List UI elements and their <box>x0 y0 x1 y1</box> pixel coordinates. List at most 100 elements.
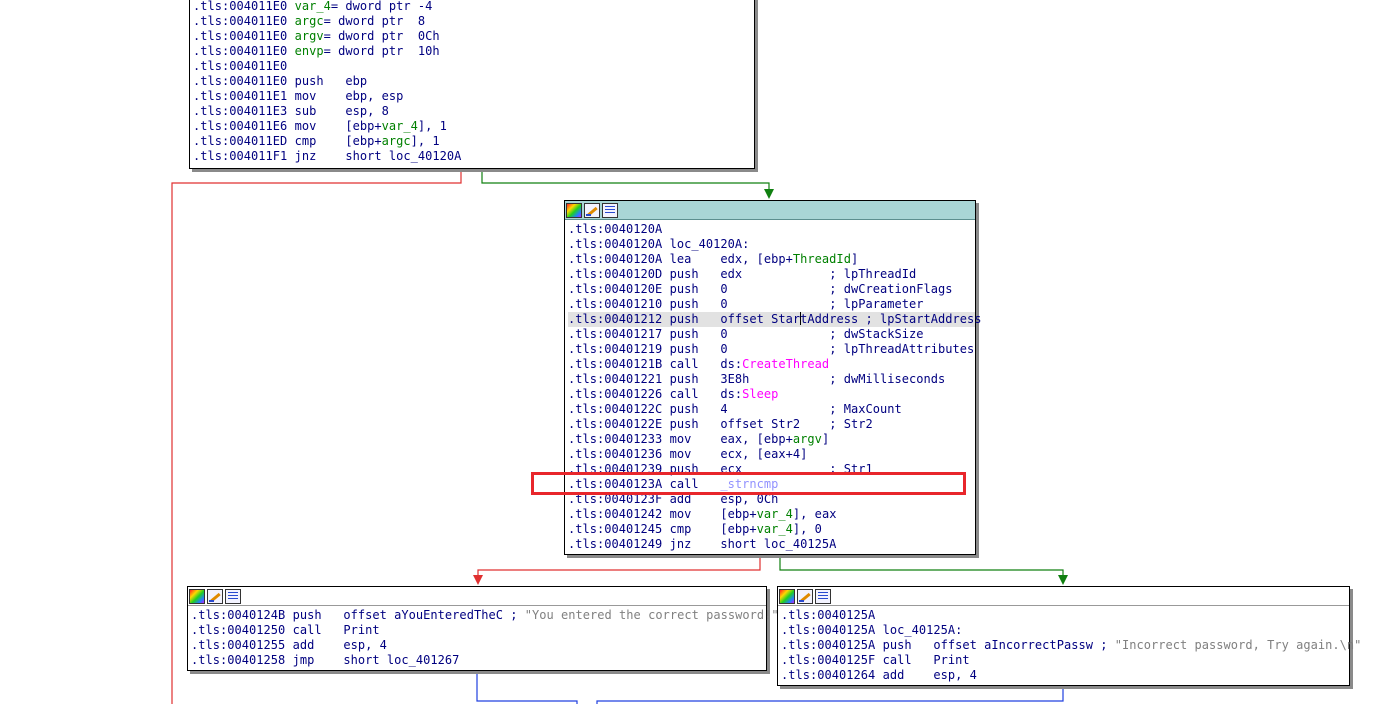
operand[interactable]: 0 <box>720 327 830 341</box>
address[interactable]: .tls:004011E6 <box>193 119 288 133</box>
mnemonic[interactable]: add <box>875 668 934 682</box>
address[interactable]: .tls:00401236 <box>568 447 663 461</box>
operand[interactable]: 0 <box>720 297 830 311</box>
edit-pencil-icon[interactable] <box>797 588 813 604</box>
asm-line[interactable]: .tls:0040120E push 0 ; dwCreationFlags <box>568 282 975 297</box>
mnemonic[interactable]: mov <box>287 89 346 103</box>
asm-line[interactable]: .tls:00401210 push 0 ; lpParameter <box>568 297 975 312</box>
mnemonic[interactable]: push <box>662 267 721 281</box>
mnemonic[interactable]: cmp <box>287 134 346 148</box>
label-text[interactable] <box>287 29 294 43</box>
label-text[interactable]: = dword ptr 10h <box>323 44 440 58</box>
asm-line[interactable]: .tls:0040120A loc_40120A: <box>568 237 975 252</box>
label-text[interactable]: = dword ptr -4 <box>330 0 433 13</box>
asm-line[interactable]: .tls:00401219 push 0 ; lpThreadAttribute… <box>568 342 975 357</box>
block-loc_40120A[interactable]: .tls:0040120A.tls:0040120A loc_40120A:.t… <box>564 200 982 555</box>
color-palette-icon[interactable] <box>189 588 205 604</box>
address[interactable]: .tls:0040124B <box>191 608 286 622</box>
mnemonic[interactable]: mov <box>662 432 721 446</box>
operand[interactable]: ], 1 <box>417 119 447 133</box>
string-comment[interactable]: "You entered the correct password!" <box>524 608 779 622</box>
address[interactable]: .tls:0040125F <box>781 653 876 667</box>
asm-line[interactable]: .tls:00401221 push 3E8h ; dwMilliseconds <box>568 372 975 387</box>
operand[interactable]: short loc_40120A <box>345 149 462 163</box>
operand[interactable]: [ebp+ <box>345 119 382 133</box>
address[interactable]: .tls:00401221 <box>568 372 663 386</box>
address[interactable]: .tls:004011E0 <box>193 29 288 43</box>
operand[interactable]: esp, 4 <box>343 638 387 652</box>
operand[interactable]: Print <box>933 653 970 667</box>
stack-variable[interactable]: envp <box>294 44 324 58</box>
comment[interactable]: ; dwStackSize <box>829 327 924 341</box>
graph-list-icon[interactable] <box>815 588 831 604</box>
comment[interactable]: ; lpThreadId <box>829 267 917 281</box>
asm-line[interactable]: .tls:0040123A call _strncmp <box>568 477 975 492</box>
edit-pencil-icon[interactable] <box>584 202 600 218</box>
graph-list-icon[interactable] <box>225 588 241 604</box>
address[interactable]: .tls:004011E3 <box>193 104 288 118</box>
asm-line[interactable]: .tls:0040121B call ds:CreateThread <box>568 357 975 372</box>
asm-line[interactable]: .tls:0040123F add esp, 0Ch <box>568 492 975 507</box>
operand[interactable]: eax, [ebp+ <box>720 432 793 446</box>
mnemonic[interactable]: call <box>875 653 934 667</box>
operand[interactable]: offset aYouEnteredTheC <box>343 608 511 622</box>
mnemonic[interactable]: add <box>662 492 721 506</box>
asm-line[interactable]: .tls:004011F1 jnz short loc_40120A <box>193 149 754 164</box>
mnemonic[interactable]: push <box>662 402 721 416</box>
operand[interactable]: short loc_40125A <box>720 537 837 551</box>
label-text[interactable] <box>287 44 294 58</box>
asm-line[interactable]: .tls:004011E0 push ebp <box>193 74 754 89</box>
address[interactable]: .tls:004011E1 <box>193 89 288 103</box>
operand[interactable]: esp, 8 <box>345 104 389 118</box>
operand[interactable]: ebp, esp <box>345 89 404 103</box>
stack-variable[interactable]: var_4 <box>756 507 793 521</box>
address[interactable]: .tls:0040125A <box>781 608 876 622</box>
operand[interactable]: [ebp+ <box>345 134 382 148</box>
operand[interactable]: [ebp+ <box>720 522 757 536</box>
comment[interactable]: ; dwMilliseconds <box>829 372 946 386</box>
api-reference[interactable]: CreateThread <box>742 357 830 371</box>
operand[interactable]: ds: <box>720 357 743 371</box>
mnemonic[interactable]: push <box>662 342 721 356</box>
stack-variable[interactable]: var_4 <box>381 119 418 133</box>
address[interactable]: .tls:004011E0 <box>193 44 288 58</box>
address[interactable]: .tls:00401226 <box>568 387 663 401</box>
operand[interactable]: Print <box>343 623 380 637</box>
asm-line[interactable]: .tls:004011E0 argv= dword ptr 0Ch <box>193 29 754 44</box>
operand[interactable]: ], 1 <box>410 134 440 148</box>
mnemonic[interactable]: call <box>662 477 721 491</box>
asm-line[interactable]: .tls:004011E6 mov [ebp+var_4], 1 <box>193 119 754 134</box>
mnemonic[interactable]: push <box>662 297 721 311</box>
mnemonic[interactable]: push <box>662 327 721 341</box>
asm-line[interactable]: .tls:004011E0 envp= dword ptr 10h <box>193 44 754 59</box>
asm-line[interactable]: .tls:00401226 call ds:Sleep <box>568 387 975 402</box>
stack-variable[interactable]: argc <box>294 14 324 28</box>
address[interactable]: .tls:0040120D <box>568 267 663 281</box>
operand[interactable]: offset aIncorrectPassw <box>933 638 1101 652</box>
mnemonic[interactable]: mov <box>662 447 721 461</box>
address[interactable]: .tls:00401233 <box>568 432 663 446</box>
asm-line[interactable]: .tls:004011ED cmp [ebp+argc], 1 <box>193 134 754 149</box>
comment[interactable]: ; Str2 <box>829 417 873 431</box>
asm-line[interactable]: .tls:0040120A lea edx, [ebp+ThreadId] <box>568 252 975 267</box>
operand[interactable]: 0 <box>720 342 830 356</box>
operand[interactable]: ], 0 <box>792 522 822 536</box>
address[interactable]: .tls:004011E0 <box>193 0 288 13</box>
operand[interactable]: offset Str2 <box>720 417 830 431</box>
operand[interactable]: ecx, [eax+4] <box>720 447 808 461</box>
asm-line[interactable]: .tls:0040120D push edx ; lpThreadId <box>568 267 975 282</box>
operand[interactable]: edx <box>720 267 830 281</box>
address[interactable]: .tls:00401258 <box>191 653 286 667</box>
address[interactable]: .tls:004011E0 <box>193 59 288 73</box>
mnemonic[interactable]: lea <box>662 252 721 266</box>
address[interactable]: .tls:00401217 <box>568 327 663 341</box>
asm-line[interactable]: .tls:00401212 push offset StartAddress ;… <box>568 312 982 327</box>
operand[interactable]: ds: <box>720 387 743 401</box>
address[interactable]: .tls:004011F1 <box>193 149 288 163</box>
address[interactable]: .tls:00401249 <box>568 537 663 551</box>
mnemonic[interactable]: cmp <box>662 522 721 536</box>
operand[interactable]: edx, [ebp+ <box>720 252 793 266</box>
address[interactable]: .tls:0040123F <box>568 492 663 506</box>
address[interactable]: .tls:00401264 <box>781 668 876 682</box>
operand[interactable]: esp, 0Ch <box>720 492 779 506</box>
